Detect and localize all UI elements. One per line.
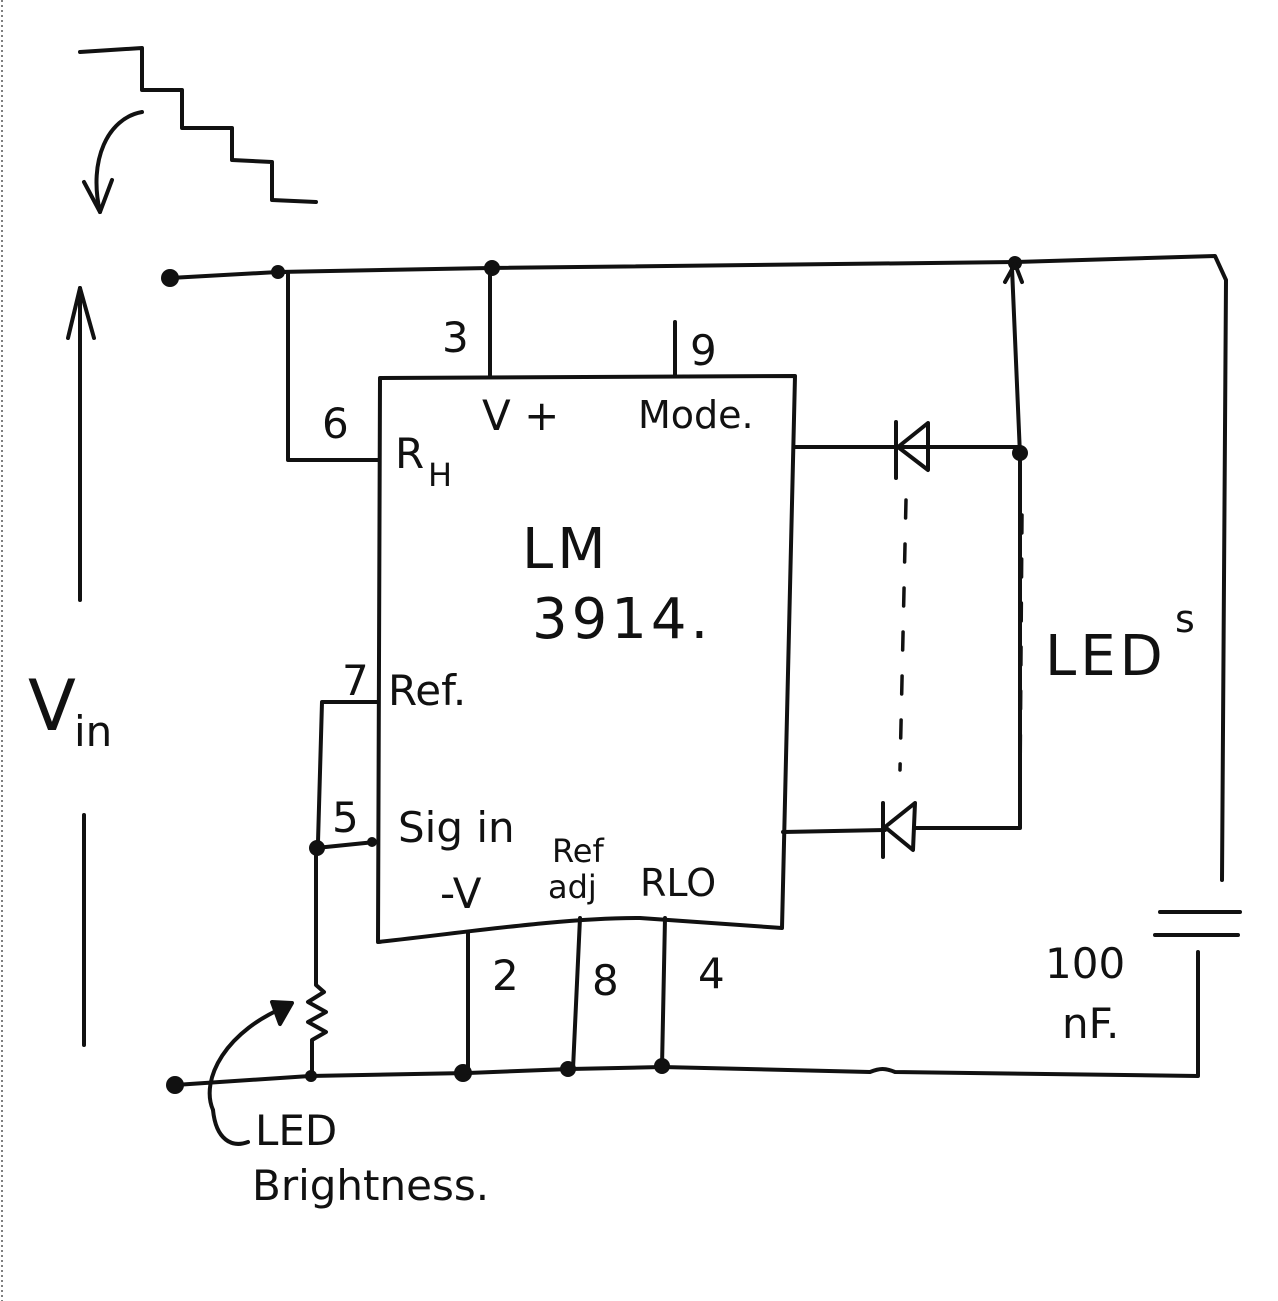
pin-wires <box>276 266 677 1075</box>
pin-7-label: 7 <box>342 656 369 705</box>
ref-pin-name: Ref. <box>388 666 466 715</box>
rh-pin-name: R <box>395 429 424 478</box>
rlo-pin-name: RLO <box>640 861 716 905</box>
mode-pin-name: Mode. <box>638 393 754 437</box>
sigin-pin-name: Sig in <box>398 803 515 852</box>
chip-name-line2: 3914. <box>532 587 712 652</box>
brightness-potentiometer <box>207 846 328 1146</box>
led-column <box>781 262 1028 834</box>
pin-3-label: 3 <box>442 313 469 362</box>
pin-4-label: 4 <box>698 949 725 998</box>
pin-2-label: 2 <box>492 951 519 1000</box>
brightness-label-2: Brightness. <box>252 1161 489 1210</box>
vplus-pin-name: V + <box>482 391 559 440</box>
capacitor <box>1153 910 1242 937</box>
terminal-top <box>161 269 179 287</box>
led-top-icon <box>894 420 930 480</box>
capacitor-value: 100 <box>1045 939 1125 988</box>
vin-subscript: in <box>74 707 112 756</box>
leds-label-suffix: s <box>1175 597 1195 641</box>
refadj-pin-name-2: adj <box>548 868 597 906</box>
led-bottom-icon <box>881 801 917 859</box>
minusv-pin-name: -V <box>440 869 482 918</box>
vin-arrow <box>66 286 96 1047</box>
vin-label: V <box>28 665 76 747</box>
staircase-sketch <box>78 46 318 214</box>
refadj-pin-name-1: Ref <box>552 832 604 870</box>
capacitor-unit: nF. <box>1062 999 1119 1048</box>
lm3914-chip <box>376 374 797 944</box>
terminal-bottom <box>166 1076 184 1094</box>
pin-5-label: 5 <box>332 793 359 842</box>
brightness-label-1: LED <box>255 1106 337 1155</box>
pin-8-label: 8 <box>592 956 619 1005</box>
rh-pin-subscript: H <box>428 456 452 494</box>
pin-9-label: 9 <box>690 326 717 375</box>
leds-label: LED <box>1045 624 1167 689</box>
bottom-rail <box>166 950 1200 1094</box>
pin-6-label: 6 <box>322 399 349 448</box>
chip-name-line1: LM <box>522 517 610 582</box>
